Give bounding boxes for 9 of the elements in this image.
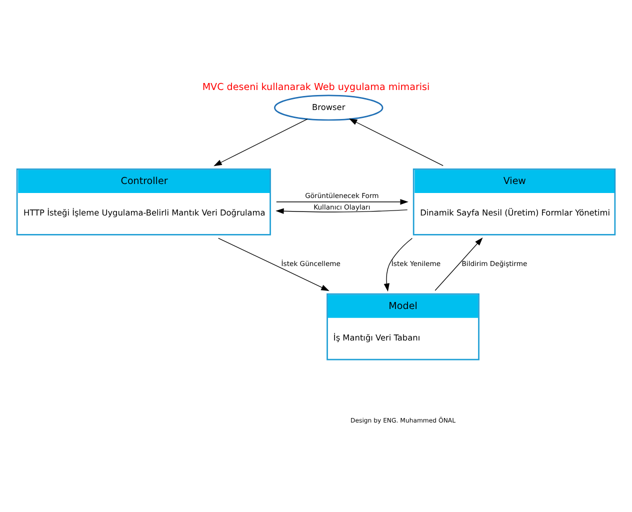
arrow	[276, 198, 408, 204]
arrow	[276, 208, 408, 214]
arrow	[218, 237, 330, 291]
arrow	[349, 118, 444, 166]
arrow	[434, 237, 483, 290]
arrow	[214, 118, 308, 166]
node-ellipse: Browser	[274, 94, 384, 120]
arrow	[384, 237, 413, 292]
diagram-title: MVC deseni kullanarak Web uygulama mimarisi	[202, 82, 430, 93]
